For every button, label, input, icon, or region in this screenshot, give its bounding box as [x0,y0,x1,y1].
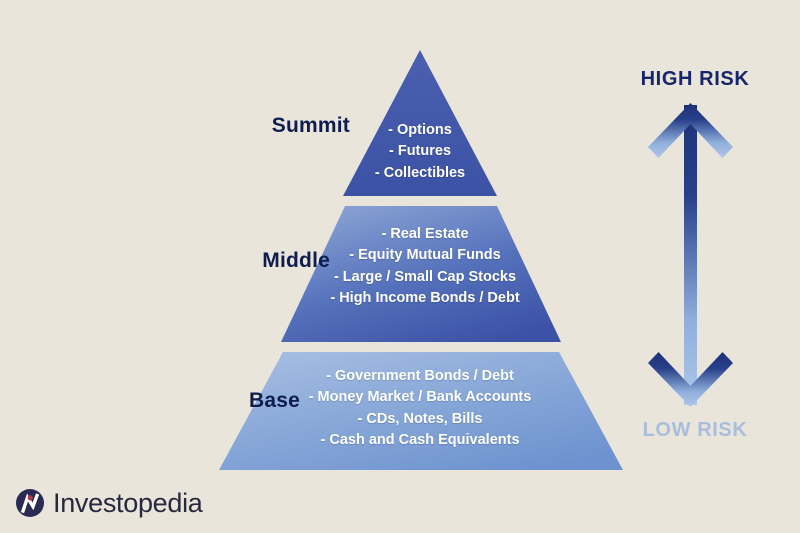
tier-label-middle: Middle [262,249,330,272]
investopedia-logo: Investopedia [14,487,203,519]
risk-arrow-icon [648,103,733,407]
high-risk-label: HIGH RISK [640,68,750,90]
logo-wordmark: Investopedia [53,487,203,518]
tier-label-summit: Summit [271,114,350,137]
pyramid-tier-middle [281,206,561,342]
investopedia-circle-logo-icon [16,489,44,517]
pyramid-tier-summit [343,50,497,196]
pyramid-tier-base [219,352,623,470]
low-risk-label: LOW RISK [642,419,748,441]
tier-label-base: Base [248,389,300,412]
